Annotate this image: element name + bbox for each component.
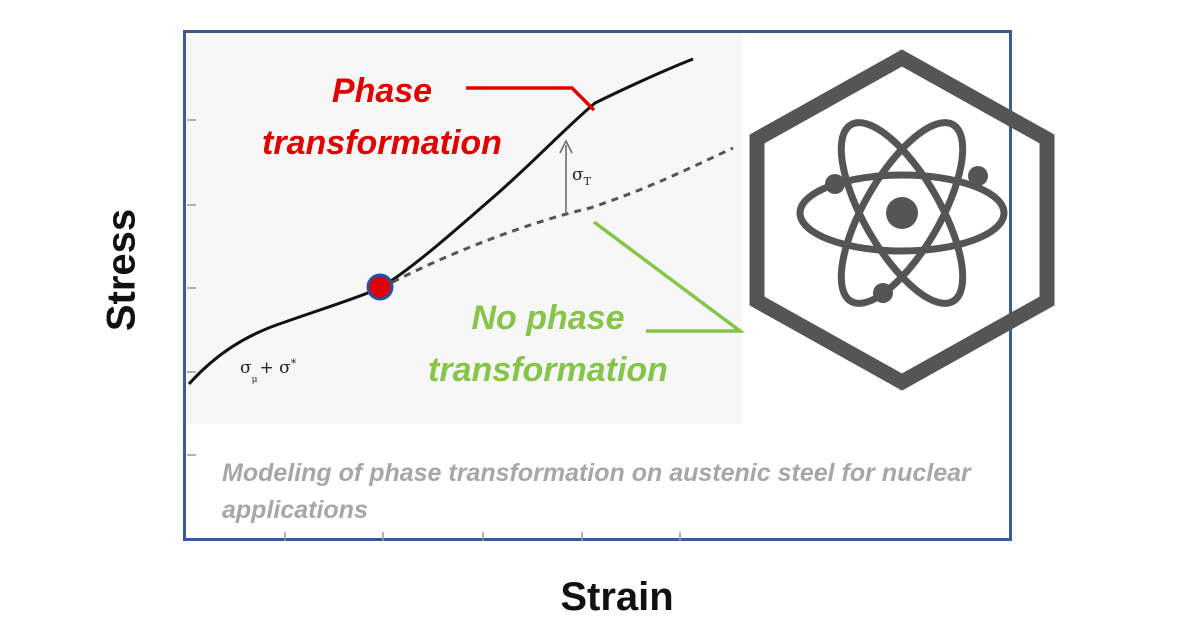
y-axis-label-text: Stress — [99, 208, 144, 332]
y-axis-ticks — [187, 119, 196, 456]
x-axis-label: Strain — [560, 575, 674, 619]
no-phase-leader-line — [592, 220, 746, 333]
phase-label-line-2: transformation — [262, 124, 502, 162]
atom-hexagon-icon — [749, 49, 1055, 391]
sigma-t-arrow — [559, 139, 573, 214]
phase-transformation-label: Phase transformation — [236, 65, 528, 169]
phase-leader-line — [466, 86, 596, 112]
no-phase-label-line-1: No phase — [471, 299, 625, 337]
sigma-mu-plus-sigma-star-label: σμ+ σ* — [240, 357, 297, 385]
transition-point-marker — [366, 273, 394, 301]
phase-transformation-curve — [187, 57, 694, 386]
plot-background — [187, 34, 742, 424]
x-axis-ticks — [284, 532, 681, 541]
sigma-t-label: σT — [572, 165, 592, 188]
no-phase-label-line-2: transformation — [428, 351, 668, 389]
phase-label-line-1: Phase — [331, 72, 433, 110]
no-phase-transformation-curve — [380, 146, 734, 290]
figure-caption: Modeling of phase transformation on aust… — [222, 459, 971, 524]
no-phase-transformation-label: No phase transformation — [398, 292, 698, 396]
